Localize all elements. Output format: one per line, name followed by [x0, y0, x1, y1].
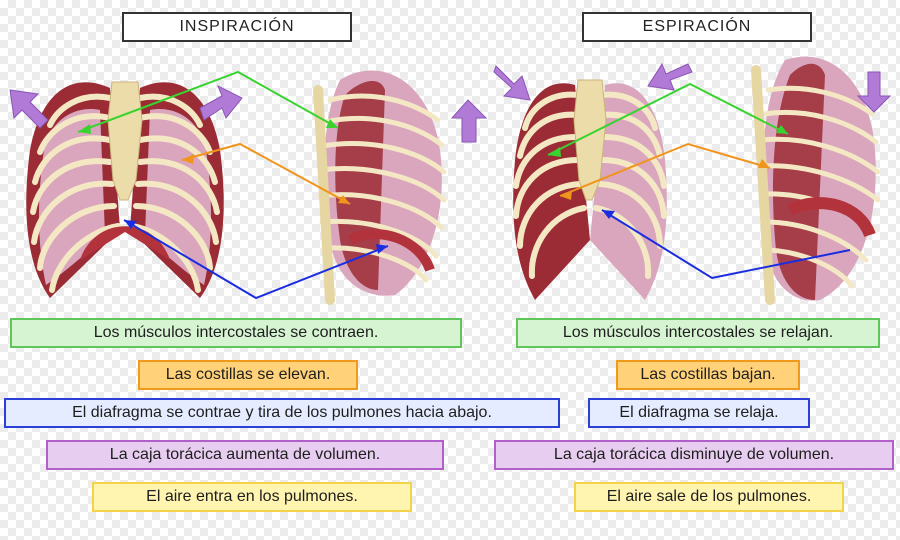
- expiration-front-ribcage: [513, 79, 667, 301]
- expiration-title: ESPIRACIÓN: [582, 12, 812, 42]
- movement-arrow-icon: [493, 65, 531, 101]
- caption-volume-decreases: La caja torácica disminuye de volumen.: [494, 440, 894, 470]
- caption-ribs-lower: Las costillas bajan.: [616, 360, 800, 390]
- ribcage-illustration: [9, 56, 892, 305]
- caption-air-exits: El aire sale de los pulmones.: [574, 482, 844, 512]
- caption-diaphragm-contracts: El diafragma se contrae y tira de los pu…: [4, 398, 560, 428]
- expiration-side-ribcage: [751, 56, 881, 305]
- movement-arrow-icon: [647, 62, 693, 91]
- caption-muscles-relax: Los músculos intercostales se relajan.: [516, 318, 880, 348]
- movement-arrow-icon: [856, 71, 892, 113]
- movement-arrow-icon: [199, 84, 243, 121]
- caption-ribs-rise: Las costillas se elevan.: [138, 360, 358, 390]
- inspiration-title: INSPIRACIÓN: [122, 12, 352, 42]
- movement-arrow-icon: [450, 99, 488, 143]
- caption-diaphragm-relaxes: El diafragma se relaja.: [588, 398, 810, 428]
- caption-volume-increases: La caja torácica aumenta de volumen.: [46, 440, 444, 470]
- caption-muscles-contract: Los músculos intercostales se contraen.: [10, 318, 462, 348]
- movement-arrow-icon: [9, 89, 49, 129]
- inspiration-side-ribcage: [313, 70, 447, 305]
- caption-air-enters: El aire entra en los pulmones.: [92, 482, 412, 512]
